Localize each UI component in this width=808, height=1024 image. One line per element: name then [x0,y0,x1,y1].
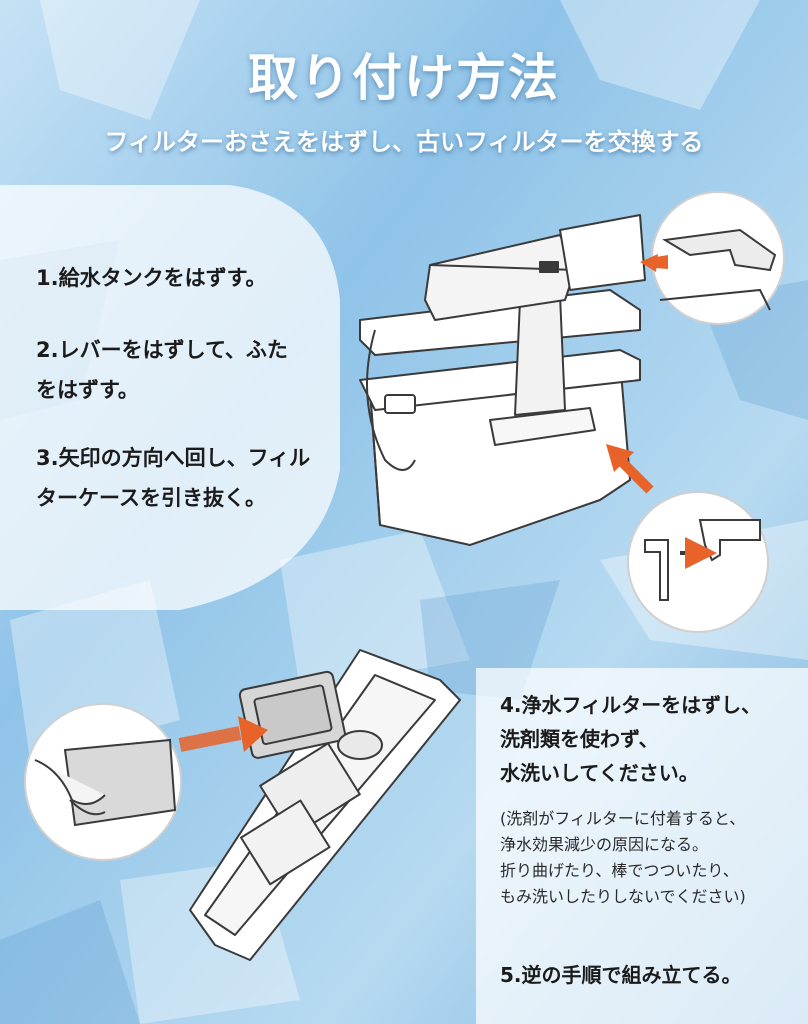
step-4-line-2: 洗剤類を使わず、 [500,727,659,751]
arrow-icon [606,444,654,494]
caution-note: (洗剤がフィルターに付着すると、 浄水効果減少の原因になる。 折り曲げたり、棒で… [500,806,746,910]
note-line-3: 折り曲げたり、棒でつついたり、 [500,861,739,880]
step-2-text: 2.レバーをはずして、ふた をはずす。 [36,330,288,410]
page-title: 取り付け方法 [248,49,560,107]
step-3-text: 3.矢印の方向へ回し、フィル ターケースを引き抜く。 [36,438,310,518]
step-4-line-1: 4.浄水フィルターをはずし、 [500,693,762,717]
note-line-2: 浄水効果減少の原因になる。 [500,835,709,854]
step-4-text: 4.浄水フィルターをはずし、 洗剤類を使わず、 水洗いしてください。 [500,688,761,790]
magnifier-circle [651,191,785,325]
note-line-1: (洗剤がフィルターに付着すると、 [500,809,746,828]
step-5-text: 5.逆の手順で組み立てる。 [500,963,742,987]
left-text-panel [0,185,340,610]
page-subtitle: フィルターおさえをはずし、古いフィルターを交換する [104,128,704,156]
arrow-icon [640,254,668,272]
arrow-icon [178,716,268,752]
step-4-line-3: 水洗いしてください。 [500,761,699,785]
step-3-line-2: ターケースを引き抜く。 [36,486,266,510]
right-text-panel [476,668,808,1024]
step-2-line-1: 2.レバーをはずして、ふた [36,338,288,362]
step-3-line-1: 3.矢印の方向へ回し、フィル [36,446,311,470]
step-2-line-2: をはずす。 [36,378,139,402]
tank-illustration [359,214,646,546]
step-1-text: 1.給水タンクをはずす。 [36,266,267,290]
magnifier-circle [627,491,769,633]
note-line-4: もみ洗いしたりしないでください) [500,887,746,906]
magnifier-circle [24,703,182,861]
filter-case-illustration [189,649,461,961]
